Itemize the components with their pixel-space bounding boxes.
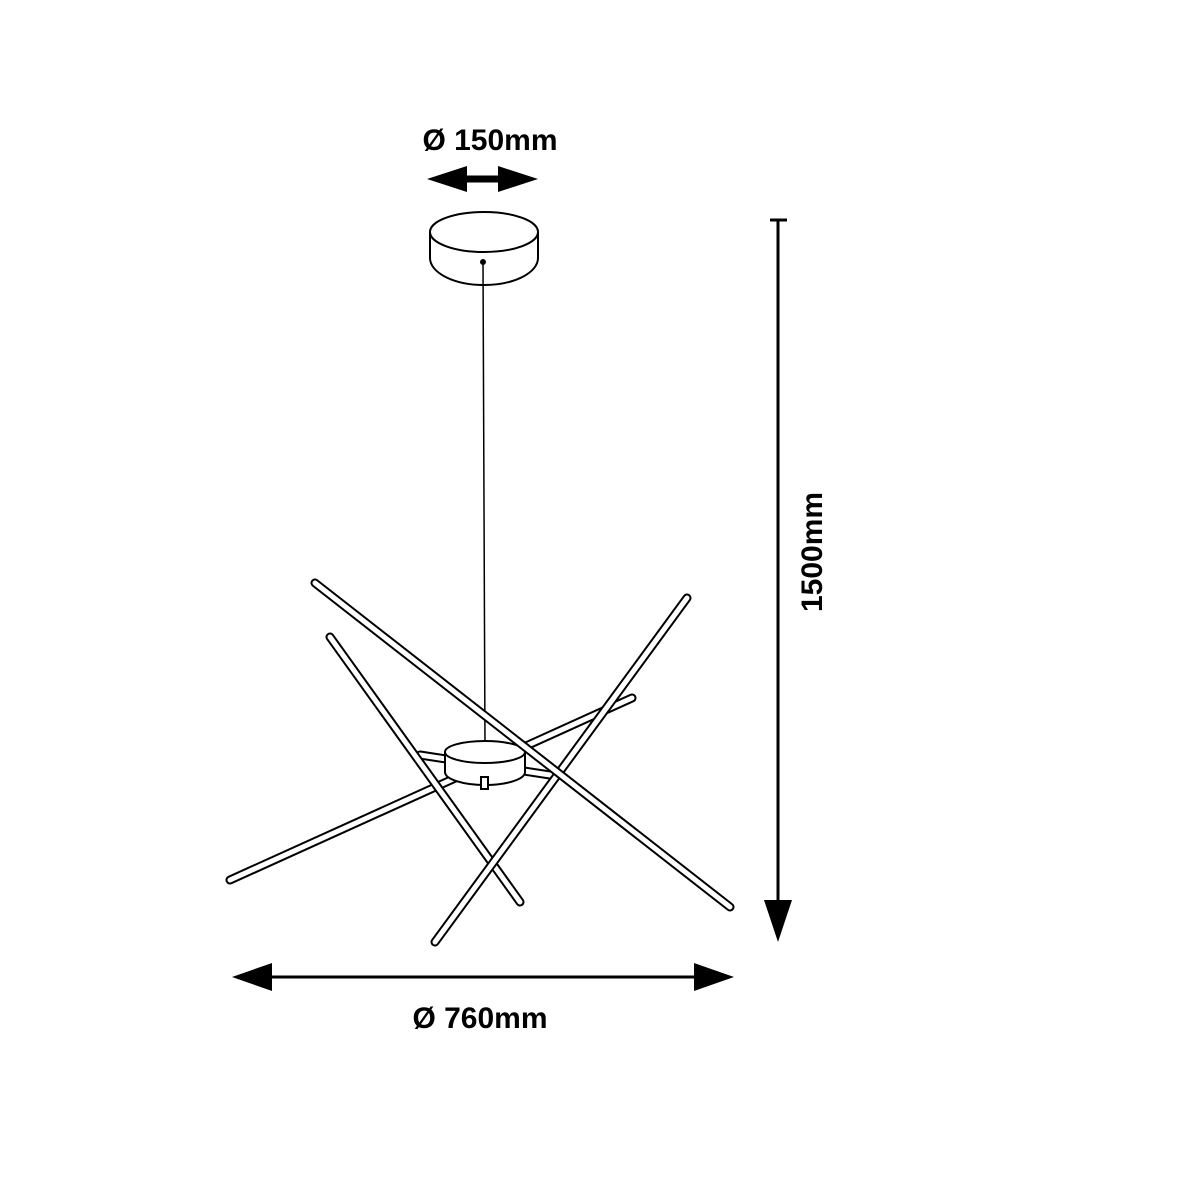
- canopy-diameter-label: Ø 150mm: [422, 124, 557, 157]
- hub: [444, 740, 526, 790]
- rod: [310, 578, 735, 912]
- ceiling-canopy: [429, 211, 539, 286]
- height-arrow: [764, 218, 792, 942]
- width-label: Ø 760mm: [412, 1002, 547, 1035]
- rod: [225, 693, 637, 885]
- width-arrow: [232, 963, 734, 991]
- suspension-cord: [482, 261, 486, 749]
- height-label: 1500mm: [796, 492, 829, 612]
- canopy-width-arrow: [427, 166, 538, 192]
- light-rods: [225, 578, 735, 947]
- rod: [325, 632, 525, 907]
